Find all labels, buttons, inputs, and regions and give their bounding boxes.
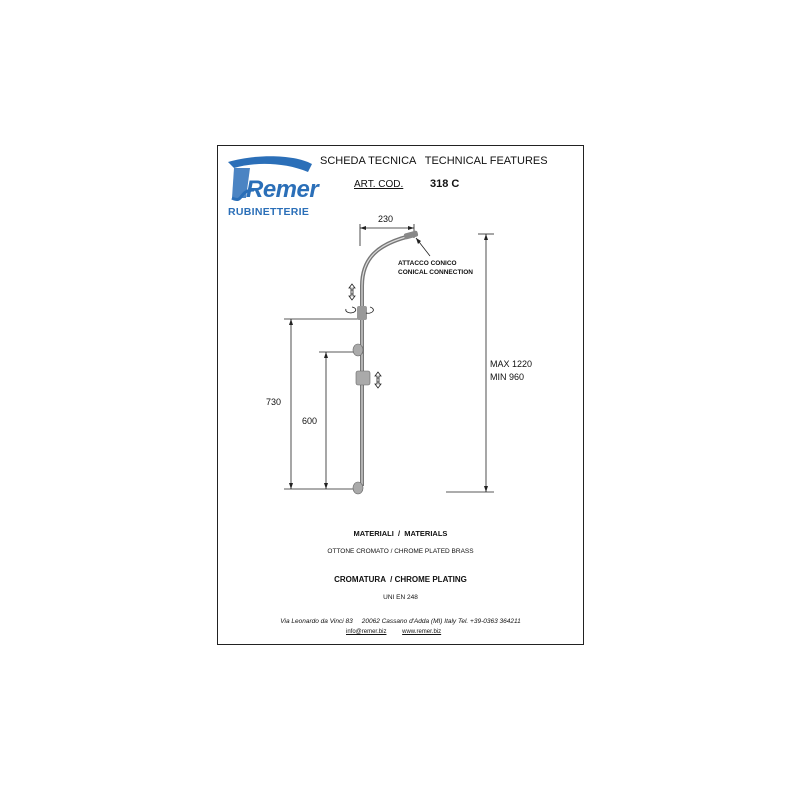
shower-rail bbox=[352, 230, 419, 495]
brand-subtitle: RUBINETTERIE bbox=[228, 206, 310, 218]
remer-logo-mark bbox=[228, 156, 312, 201]
connection-note-en: CONICAL CONNECTION bbox=[398, 269, 473, 276]
sheet-title: SCHEDA TECNICA TECHNICAL FEATURES bbox=[320, 155, 548, 167]
materials-value: OTTONE CROMATO / CHROME PLATED BRASS bbox=[327, 548, 474, 555]
motion-symbols bbox=[345, 283, 382, 389]
dim-label-600: 600 bbox=[302, 416, 318, 426]
plating-value: UNI EN 248 bbox=[383, 594, 418, 601]
brand-name: Remer bbox=[246, 176, 319, 203]
technical-sheet: Remer RUBINETTERIE SCHEDA TECNICA TECHNI… bbox=[217, 145, 584, 645]
company-address: Via Leonardo da Vinci 83 20062 Cassano d… bbox=[280, 618, 521, 625]
dim-label-230: 230 bbox=[378, 214, 394, 224]
website-link[interactable]: www.remer.biz bbox=[402, 629, 442, 635]
connection-note: ATTACCO CONICO CONICAL CONNECTION bbox=[398, 259, 473, 277]
dim-label-730: 730 bbox=[266, 397, 282, 407]
remer-logo: Remer RUBINETTERIE bbox=[224, 154, 319, 218]
dim-label-min: MIN 960 bbox=[490, 372, 525, 382]
connection-note-it: ATTACCO CONICO bbox=[398, 260, 457, 267]
materials-heading: MATERIALI / MATERIALS bbox=[353, 529, 448, 538]
article-code-label: ART. COD. bbox=[354, 179, 404, 190]
article-code: 318 C bbox=[430, 178, 460, 190]
shower-column-drawing bbox=[284, 224, 494, 495]
dim-arrows bbox=[289, 226, 488, 492]
plating-heading: CROMATURA / CHROME PLATING bbox=[334, 575, 467, 584]
dim-label-max: MAX 1220 bbox=[490, 359, 533, 369]
contact-links: info@remer.biz www.remer.biz bbox=[346, 629, 455, 635]
email-link[interactable]: info@remer.biz bbox=[346, 629, 387, 635]
